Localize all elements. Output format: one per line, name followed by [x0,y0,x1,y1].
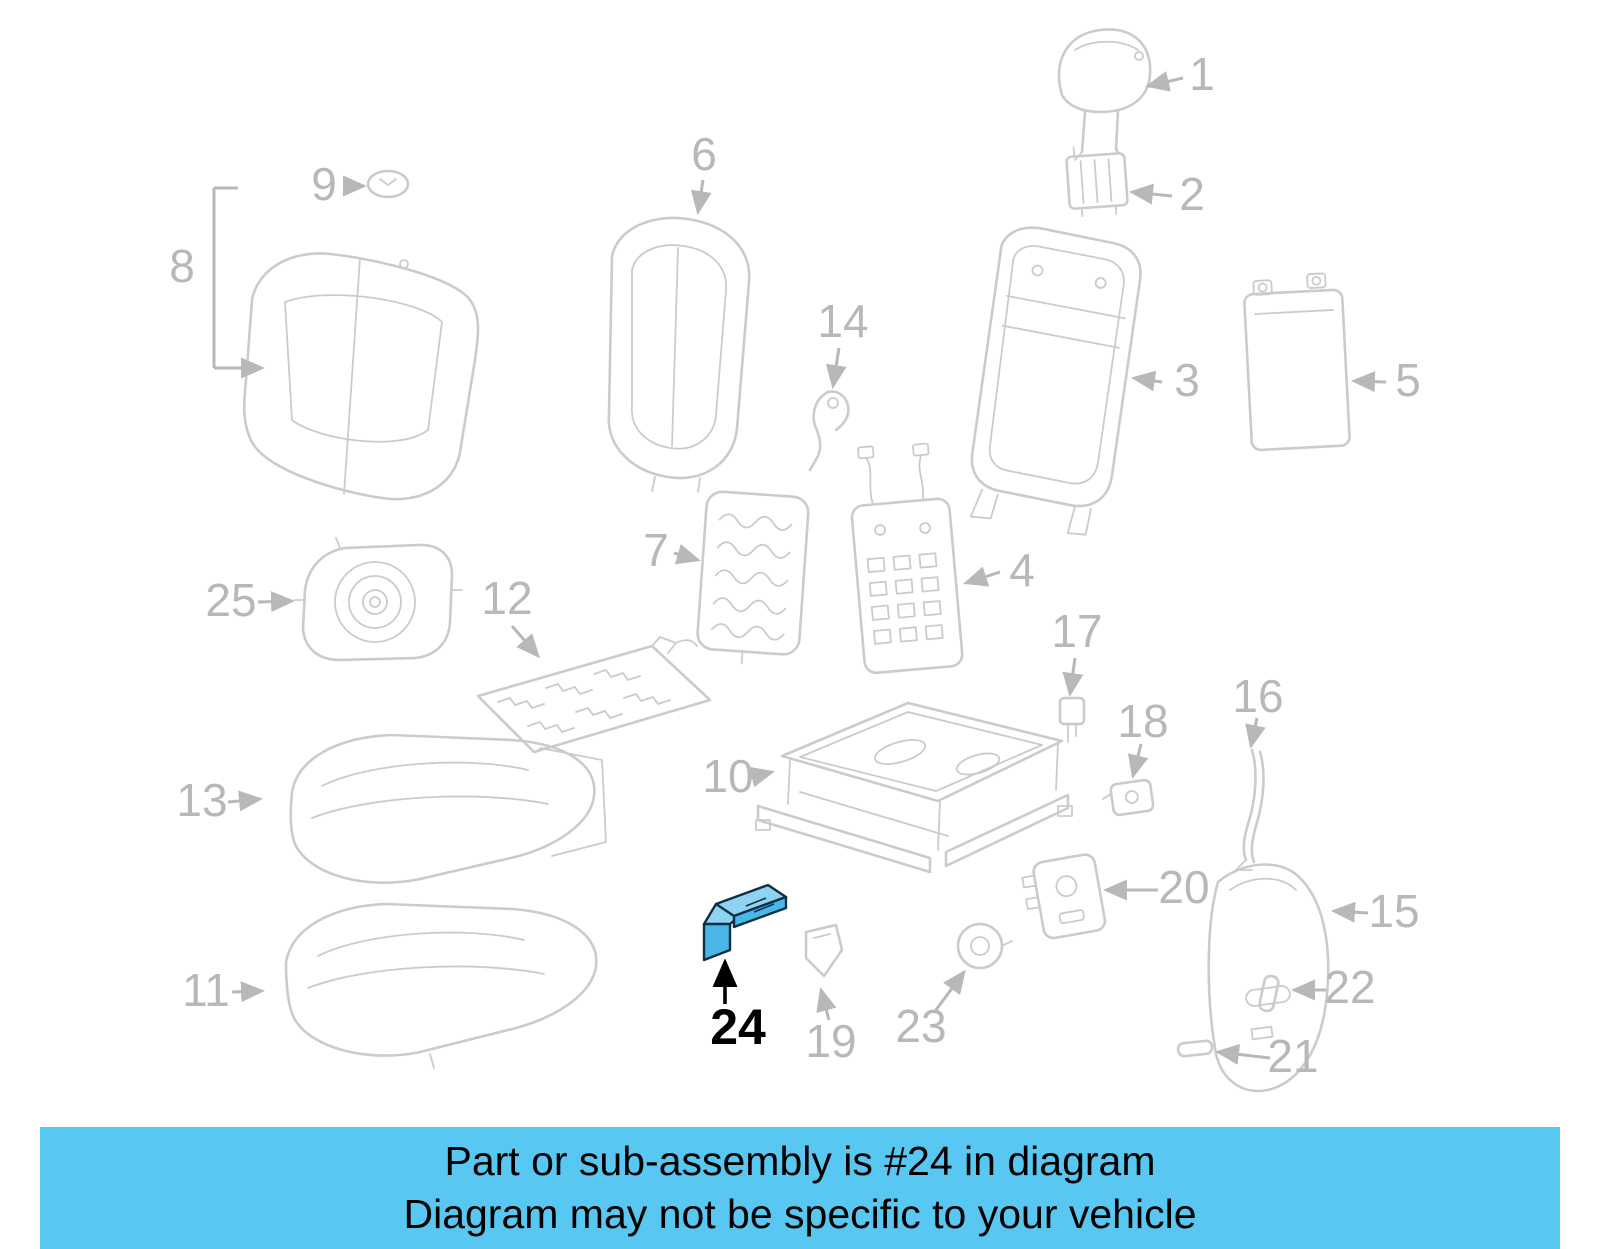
part-10-seat-track [755,701,1073,874]
callout-label-20: 20 [1158,861,1209,913]
callout-label-2: 2 [1179,168,1205,220]
part-11-cushion-cover [284,902,598,1069]
callout-label-4: 4 [1009,544,1035,596]
callout-label-21: 21 [1267,1030,1318,1082]
part-13-seat-cushion [289,733,607,885]
callout-label-12: 12 [481,572,532,624]
part-1-headrest [1057,28,1152,161]
part-17-clip [1058,696,1086,743]
callout-labels: 1 2 3 4 5 6 7 8 9 10 11 12 13 14 15 16 1… [169,48,1421,1082]
callout-label-9: 9 [311,158,337,210]
part-2-headrest-guide [1065,143,1129,218]
part-21-trim-piece [1176,1039,1214,1058]
callout-label-15: 15 [1368,885,1419,937]
callout-label-19: 19 [805,1015,856,1067]
info-banner: Part or sub-assembly is #24 in diagram D… [40,1127,1560,1249]
callout-label-7: 7 [643,524,669,576]
callout-label-18: 18 [1117,695,1168,747]
banner-line-1: Part or sub-assembly is #24 in diagram [444,1137,1156,1184]
part-15-side-shield [1207,863,1330,1093]
banner-line-2: Diagram may not be specific to your vehi… [403,1191,1197,1237]
part-4-wiring-harness [850,442,964,675]
part-16-lever-rod [1235,748,1265,871]
callout-label-25: 25 [205,574,256,626]
callout-label-1: 1 [1189,48,1215,100]
part-8-9-seatback-cover [242,169,480,501]
callout-label-24-highlighted: 24 [710,999,766,1055]
part-5-seatback-panel [1243,272,1351,452]
part-18-bracket [1101,778,1155,817]
callout-label-3: 3 [1174,354,1200,406]
leader-lines [212,71,1387,1065]
callout-label-13: 13 [176,774,227,826]
part-25-recliner-plate [294,537,463,662]
callout-label-10: 10 [702,750,753,802]
part-20-switch [1021,853,1107,940]
callout-label-8: 8 [169,240,195,292]
callout-label-6: 6 [691,128,717,180]
callout-label-14: 14 [817,295,868,347]
part-19-clip [804,923,844,978]
callout-label-22: 22 [1324,961,1375,1013]
callout-label-23: 23 [895,1000,946,1052]
part-3-seatback-frame [969,226,1142,536]
part-24-highlighted-bracket [702,883,788,962]
part-7-lumbar-pad [696,490,810,665]
part-12-seat-heater [476,636,712,754]
callout-label-17: 17 [1051,605,1102,657]
callout-label-16: 16 [1232,670,1283,722]
part-6-seatback-pad [607,216,751,493]
part-23-knob [956,922,1013,970]
part-22-handle [1258,974,1280,1013]
callout-label-5: 5 [1395,354,1421,406]
part-14-bracket [808,390,850,472]
callout-label-11: 11 [182,964,230,1016]
